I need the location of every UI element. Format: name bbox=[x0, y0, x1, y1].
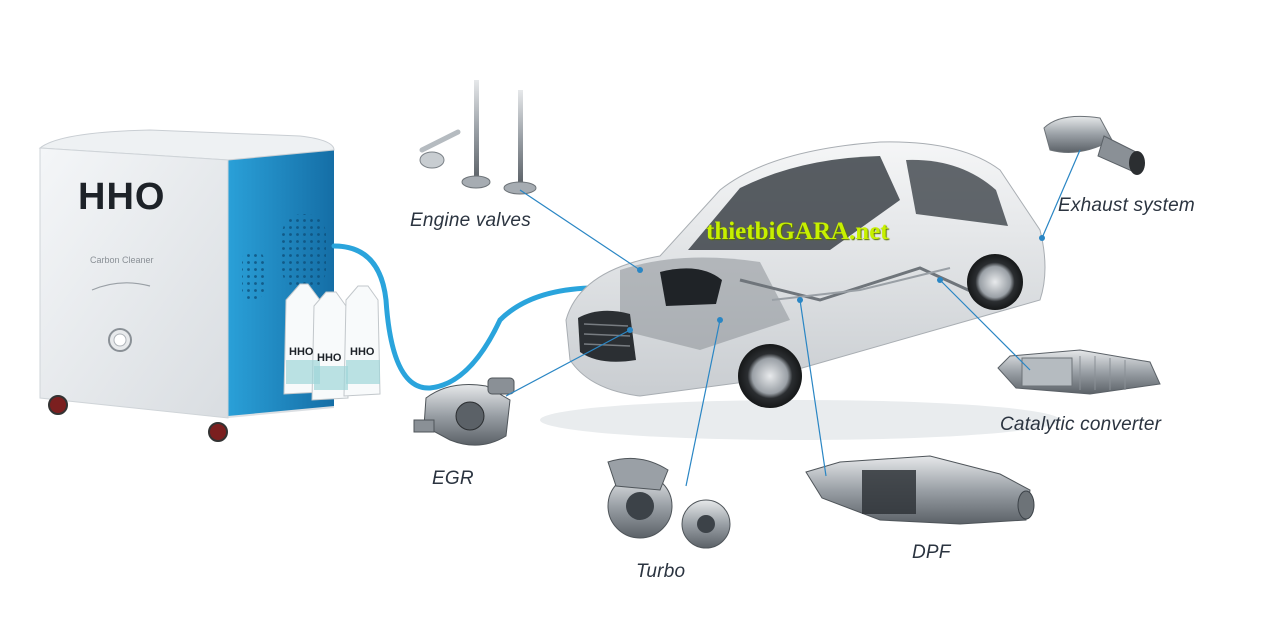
bottle-label-1: HHO bbox=[289, 346, 314, 358]
egr-label: EGR bbox=[432, 468, 474, 489]
leader-lines bbox=[505, 149, 1081, 487]
turbo-part bbox=[607, 457, 731, 549]
catalytic-converter-part bbox=[997, 349, 1161, 395]
machine-brand-label: HHO bbox=[78, 176, 166, 218]
car-illustration bbox=[540, 141, 1060, 440]
exhaust-system-label: Exhaust system bbox=[1058, 195, 1195, 216]
catalytic-converter-label: Catalytic converter bbox=[1000, 414, 1162, 435]
leader-dots bbox=[627, 235, 1045, 333]
bottle-label-3: HHO bbox=[350, 346, 375, 358]
dpf-label: DPF bbox=[912, 542, 951, 563]
dpf-part bbox=[805, 455, 1035, 525]
exhaust-system-part bbox=[1043, 115, 1145, 175]
turbo-label: Turbo bbox=[636, 561, 686, 582]
bottle-label-2: HHO bbox=[317, 352, 342, 364]
egr-part bbox=[413, 377, 515, 446]
machine-subtitle-label: Carbon Cleaner bbox=[90, 255, 154, 265]
engine-valves-label: Engine valves bbox=[410, 210, 531, 231]
engine-valves-part bbox=[419, 80, 537, 195]
cleaner-bottles bbox=[283, 283, 381, 401]
watermark-text: thietbiGARA.net bbox=[706, 218, 889, 245]
